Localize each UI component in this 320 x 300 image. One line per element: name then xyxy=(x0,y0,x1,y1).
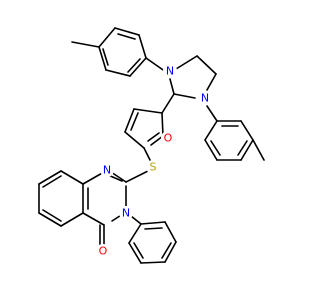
bonds xyxy=(38,27,265,264)
atom-n1: N xyxy=(166,65,174,78)
atom-o2: O xyxy=(99,245,108,258)
atom-labels: N N O S N N O xyxy=(96,64,212,258)
chemical-structure: N N O S N N O xyxy=(38,27,265,264)
atom-n2: N xyxy=(201,92,209,105)
atom-n4: N xyxy=(122,207,130,220)
atom-n3: N xyxy=(103,164,111,177)
atom-s1: S xyxy=(150,161,157,174)
atom-o1: O xyxy=(164,132,173,145)
